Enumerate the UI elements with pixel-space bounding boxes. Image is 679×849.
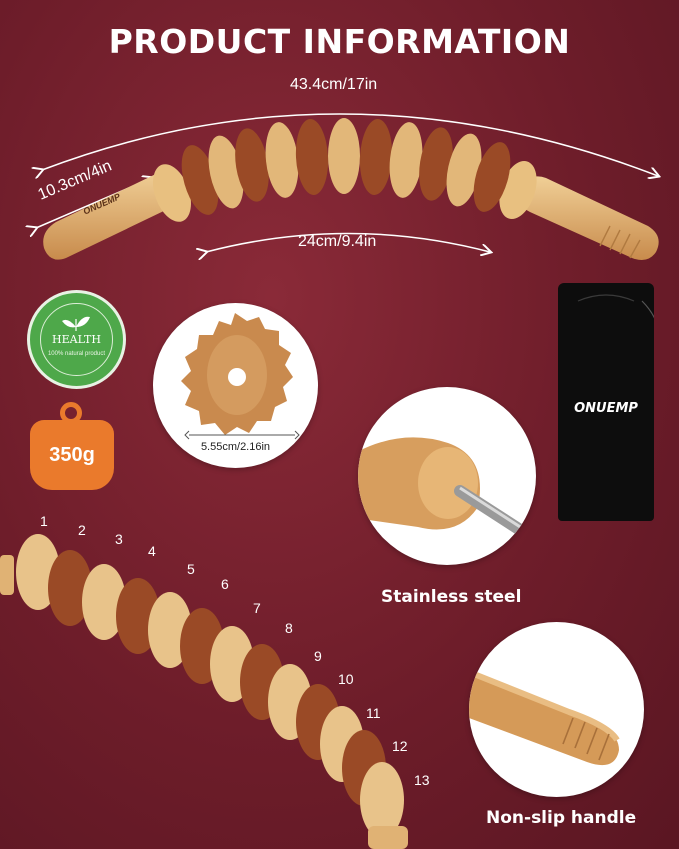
disc-detail-circle: 5.55cm/2.16in (153, 303, 318, 468)
roller-number: 2 (78, 522, 86, 538)
left-handle (43, 171, 183, 260)
drawstring-icon (577, 294, 654, 319)
leaf-icon (40, 303, 113, 376)
non-slip-handle-caption: Non-slip handle (486, 808, 637, 828)
roller-span-label: 24cm/9.4in (298, 233, 377, 250)
disc-illustration (181, 313, 300, 440)
roller-number: 8 (285, 620, 293, 636)
right-handle (518, 176, 659, 260)
weight-icon: 350g (30, 420, 114, 490)
storage-pouch: ONUEMP (558, 283, 654, 521)
weight-value: 350g (49, 444, 95, 466)
steel-rod-illustration (358, 437, 534, 541)
disc-diameter-label: 5.55cm/2.16in (200, 441, 271, 453)
roller-number: 10 (338, 671, 354, 687)
total-length-label: 43.4cm/17in (290, 76, 378, 93)
health-badge-ring: 100% natural product (47, 351, 106, 357)
roller-number: 3 (115, 531, 123, 547)
roller-number: 11 (366, 705, 381, 721)
numbered-roller-discs (0, 534, 408, 849)
roller-number: 12 (392, 738, 408, 754)
roller-span-arrow (206, 232, 490, 253)
roller-discs (181, 118, 511, 215)
roller-number: 5 (187, 561, 195, 577)
roller-number: 13 (414, 772, 430, 788)
roller-number: 1 (40, 513, 48, 529)
pouch-brand: ONUEMP (574, 401, 638, 416)
stainless-steel-caption: Stainless steel (381, 587, 522, 607)
page-title: PRODUCT INFORMATION (108, 22, 571, 61)
health-badge-title: HEALTH (52, 333, 101, 346)
handle-illustration (469, 669, 620, 766)
stainless-steel-circle (358, 387, 536, 565)
roller-number: 4 (148, 543, 156, 559)
total-length-arrow (42, 113, 658, 176)
roller-number: 6 (221, 576, 229, 592)
health-badge: HEALTH 100% natural product (27, 290, 126, 389)
roller-number: 9 (314, 648, 322, 664)
handle-circle (469, 622, 644, 797)
roller-number: 7 (253, 600, 261, 616)
